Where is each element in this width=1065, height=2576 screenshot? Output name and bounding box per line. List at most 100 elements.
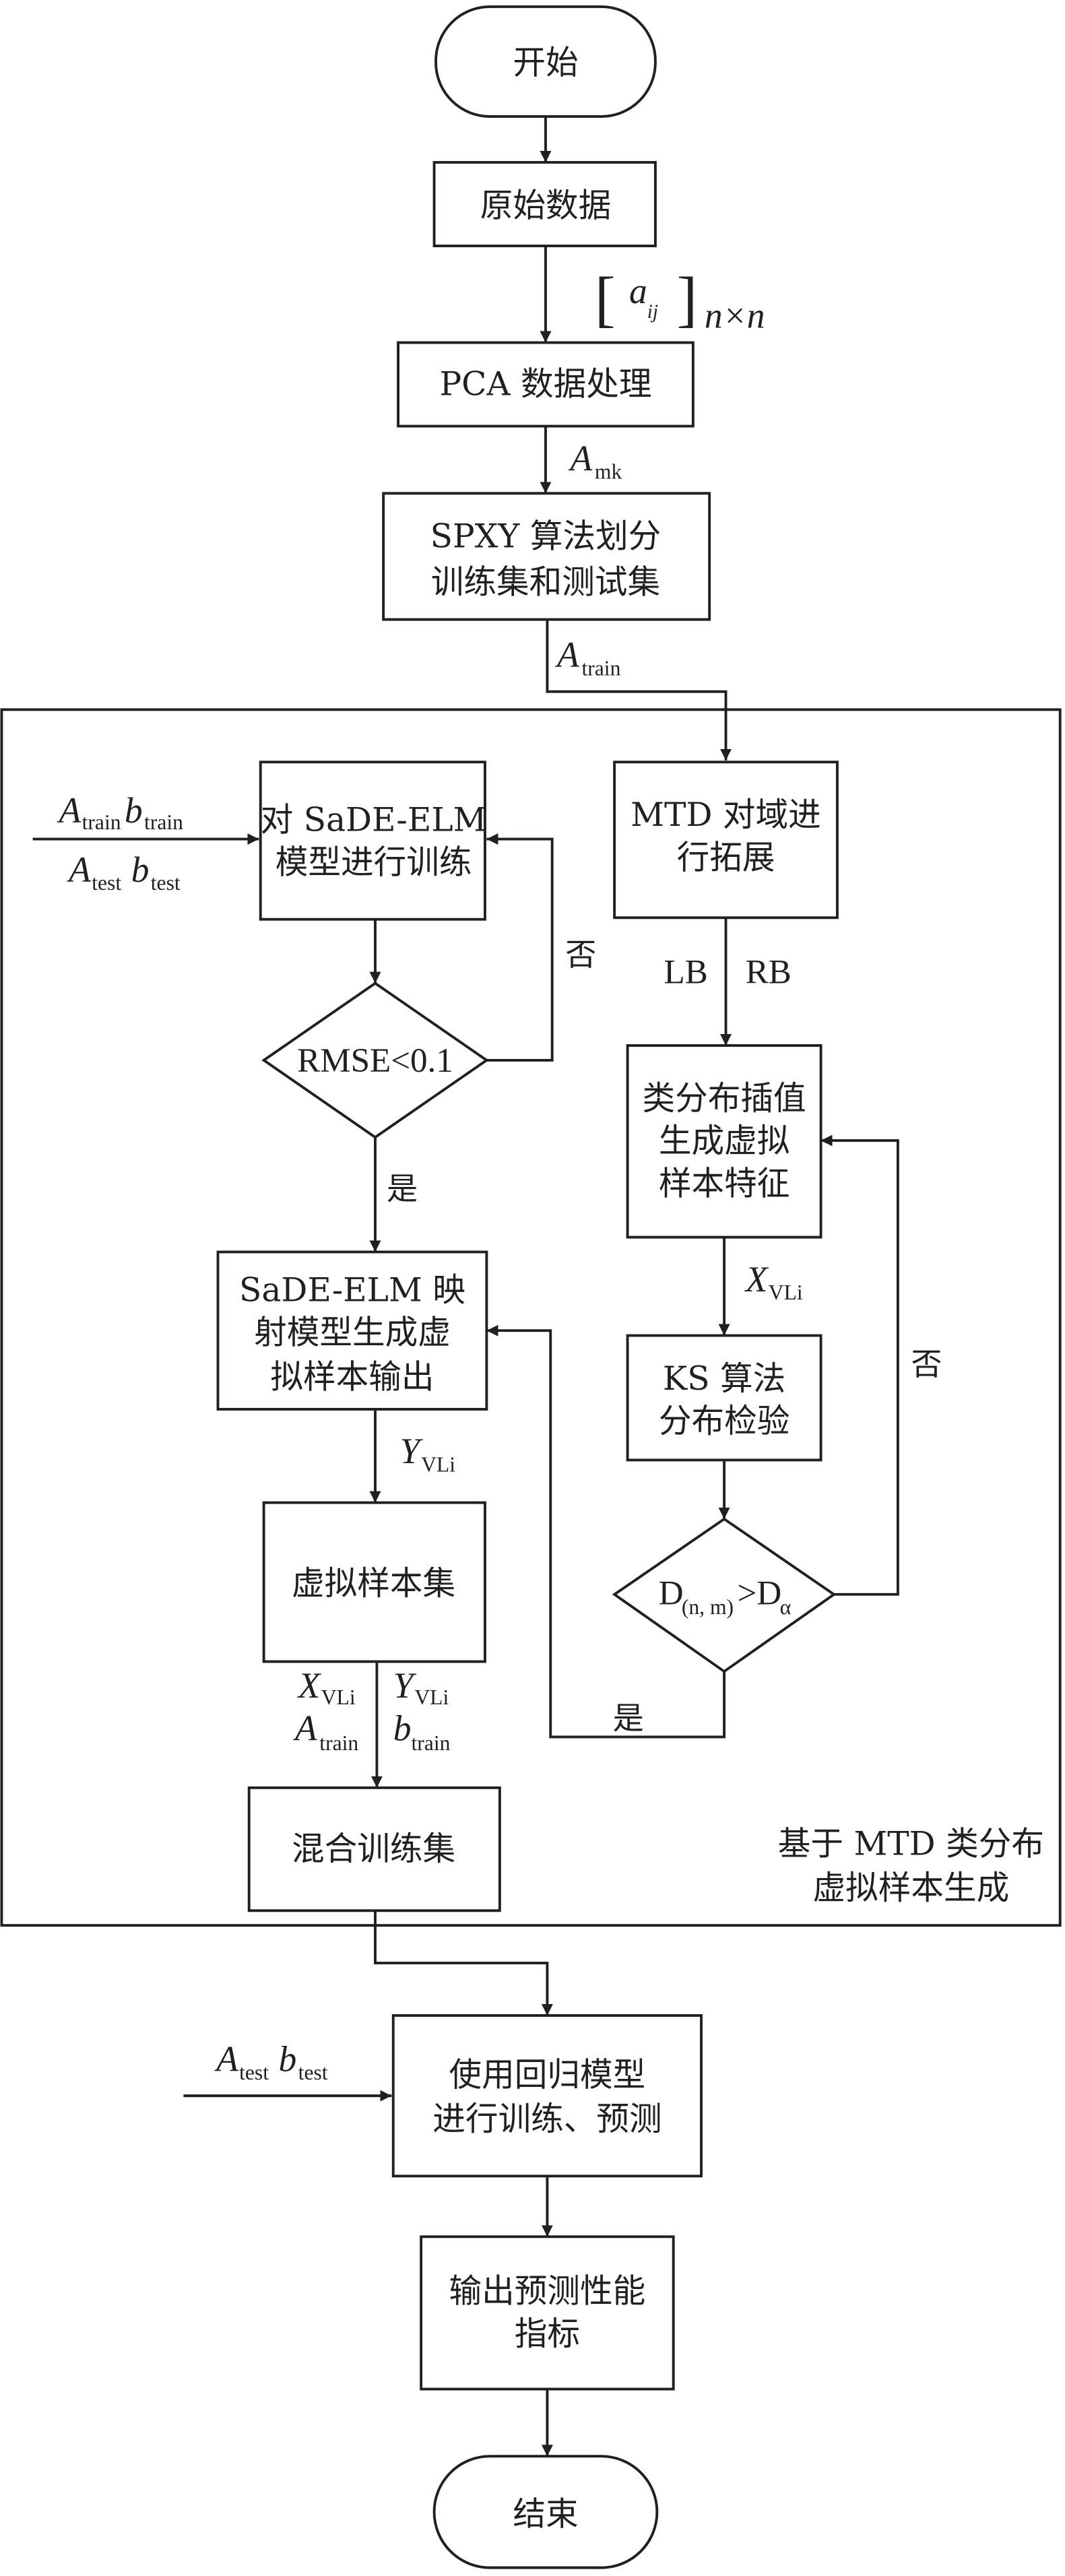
rmse-decision: RMSE<0.1: [261, 981, 489, 1139]
svg-text:n×n: n×n: [705, 296, 765, 336]
train-model-box: 对 SaDE-ELM 模型进行训练: [259, 761, 487, 921]
pca-box: PCA 数据处理: [397, 341, 695, 428]
mixed-set-box: 混合训练集: [247, 1786, 501, 1912]
output-metrics-line1: 输出预测性能: [449, 2273, 646, 2311]
svg-text:train: train: [319, 1731, 358, 1755]
group-label-line1: 基于 MTD 类分布: [778, 1826, 1044, 1863]
regression-line2: 进行训练、预测: [432, 2100, 661, 2138]
ks-test-line2: 分布检验: [659, 1403, 790, 1440]
svg-text:b: b: [131, 849, 150, 890]
svg-text:A: A: [568, 438, 592, 478]
svg-text:A: A: [555, 635, 579, 675]
mtd-group-container: [0, 708, 1062, 1927]
svg-text:]: ]: [677, 265, 698, 333]
svg-text:VLi: VLi: [421, 1452, 455, 1476]
interpolate-line2: 生成虚拟: [659, 1122, 790, 1160]
output-metrics-box: 输出预测性能 指标: [420, 2235, 675, 2391]
svg-text:a: a: [629, 271, 647, 311]
start-terminator: 开始: [434, 5, 657, 118]
svg-text:X: X: [297, 1665, 322, 1706]
svg-text:Y: Y: [399, 1431, 423, 1471]
interpolate-line3: 样本特征: [659, 1165, 790, 1202]
ks-test-line1: KS 算法: [663, 1360, 785, 1398]
train-input-label-bottom: A test b test: [67, 849, 181, 895]
d-decision: D (n, m) >D α: [612, 1517, 837, 1673]
y-vli-label: Y VLi: [399, 1431, 455, 1476]
lb-label: LB: [664, 953, 708, 992]
mtd-extend-box: MTD 对域进 行拓展: [613, 761, 839, 920]
rb-label: RB: [746, 953, 792, 992]
raw-data-label: 原始数据: [480, 187, 612, 224]
d-label-sub2: α: [780, 1595, 792, 1619]
svg-text:test: test: [298, 2061, 328, 2084]
virtual-set-box: 虚拟样本集: [262, 1501, 486, 1663]
train-model-line1: 对 SaDE-ELM: [261, 801, 487, 839]
end-terminator: 结束: [432, 2455, 659, 2569]
matrix-label: [ a ij ] n×n: [595, 265, 765, 336]
ks-test-box: KS 算法 分布检验: [626, 1334, 822, 1462]
mix-right-label: Y VLi b train: [393, 1665, 451, 1755]
svg-text:VLi: VLi: [414, 1685, 449, 1709]
regression-box: 使用回归模型 进行训练、预测: [391, 2014, 703, 2178]
a-mk-label: A mk: [568, 438, 622, 483]
svg-text:ij: ij: [647, 301, 658, 323]
pca-label: PCA 数据处理: [439, 365, 651, 403]
svg-text:train: train: [82, 810, 121, 834]
svg-text:test: test: [239, 2061, 269, 2084]
no-label-2: 否: [911, 1346, 942, 1382]
mtd-extend-line2: 行拓展: [677, 839, 775, 876]
svg-text:Y: Y: [393, 1665, 417, 1706]
edge-mixed-regression: [374, 1910, 553, 2016]
svg-text:VLi: VLi: [321, 1685, 356, 1709]
spxy-label-line1: SPXY 算法划分: [430, 518, 661, 556]
group-label-line2: 虚拟样本生成: [812, 1869, 1009, 1907]
edge-spxy-mtd: [546, 619, 732, 761]
end-label: 结束: [513, 2495, 578, 2533]
svg-text:b: b: [278, 2039, 296, 2080]
svg-text:b: b: [393, 1708, 412, 1748]
svg-text:VLi: VLi: [769, 1281, 803, 1304]
regression-line1: 使用回归模型: [449, 2057, 646, 2094]
map-output-box: SaDE-ELM 映 射模型生成虚 拟样本输出: [216, 1250, 488, 1411]
svg-text:test: test: [92, 871, 121, 895]
svg-text:mk: mk: [595, 459, 622, 483]
yes-label-2: 是: [613, 1700, 644, 1736]
mtd-extend-line1: MTD 对域进: [631, 796, 821, 834]
d-label-sub1: (n, m): [682, 1595, 734, 1619]
virtual-set-label: 虚拟样本集: [292, 1565, 455, 1603]
yes-label-1: 是: [387, 1171, 418, 1207]
output-metrics-line2: 指标: [515, 2315, 580, 2353]
svg-text:A: A: [67, 849, 91, 890]
map-output-line1: SaDE-ELM 映: [239, 1271, 465, 1309]
d-label-main: D: [659, 1574, 684, 1612]
raw-data-box: 原始数据: [432, 161, 657, 247]
spxy-label-line2: 训练集和测试集: [431, 564, 660, 602]
edge-d-no: [820, 1134, 899, 1596]
svg-text:A: A: [57, 790, 82, 831]
edge-d-yes: [486, 1324, 726, 1739]
d-label-op: >D: [738, 1574, 782, 1612]
svg-text:[: [: [595, 265, 616, 333]
mix-left-label: X VLi A train: [293, 1665, 359, 1755]
svg-text:test: test: [151, 871, 181, 895]
start-label: 开始: [513, 44, 578, 82]
svg-text:X: X: [744, 1259, 769, 1299]
svg-text:train: train: [412, 1731, 451, 1755]
test-input-label: A test b test: [214, 2039, 328, 2084]
svg-text:b: b: [125, 790, 143, 831]
map-output-line2: 射模型生成虚: [254, 1314, 451, 1352]
train-model-line2: 模型进行训练: [276, 844, 472, 882]
x-vli-label: X VLi: [744, 1259, 803, 1304]
rmse-label: RMSE<0.1: [297, 1041, 453, 1080]
interpolate-box: 类分布插值 生成虚拟 样本特征: [626, 1044, 822, 1239]
svg-text:A: A: [214, 2039, 238, 2080]
svg-text:train: train: [581, 656, 620, 680]
mixed-set-label: 混合训练集: [292, 1830, 455, 1868]
no-label-1: 否: [565, 936, 596, 973]
a-train-label: A train: [555, 635, 621, 680]
svg-text:A: A: [293, 1708, 317, 1748]
edge-rmse-no: [486, 833, 554, 1062]
train-input-label-top: A train b train: [57, 790, 184, 834]
spxy-box: SPXY 算法划分 训练集和测试集: [382, 492, 711, 621]
